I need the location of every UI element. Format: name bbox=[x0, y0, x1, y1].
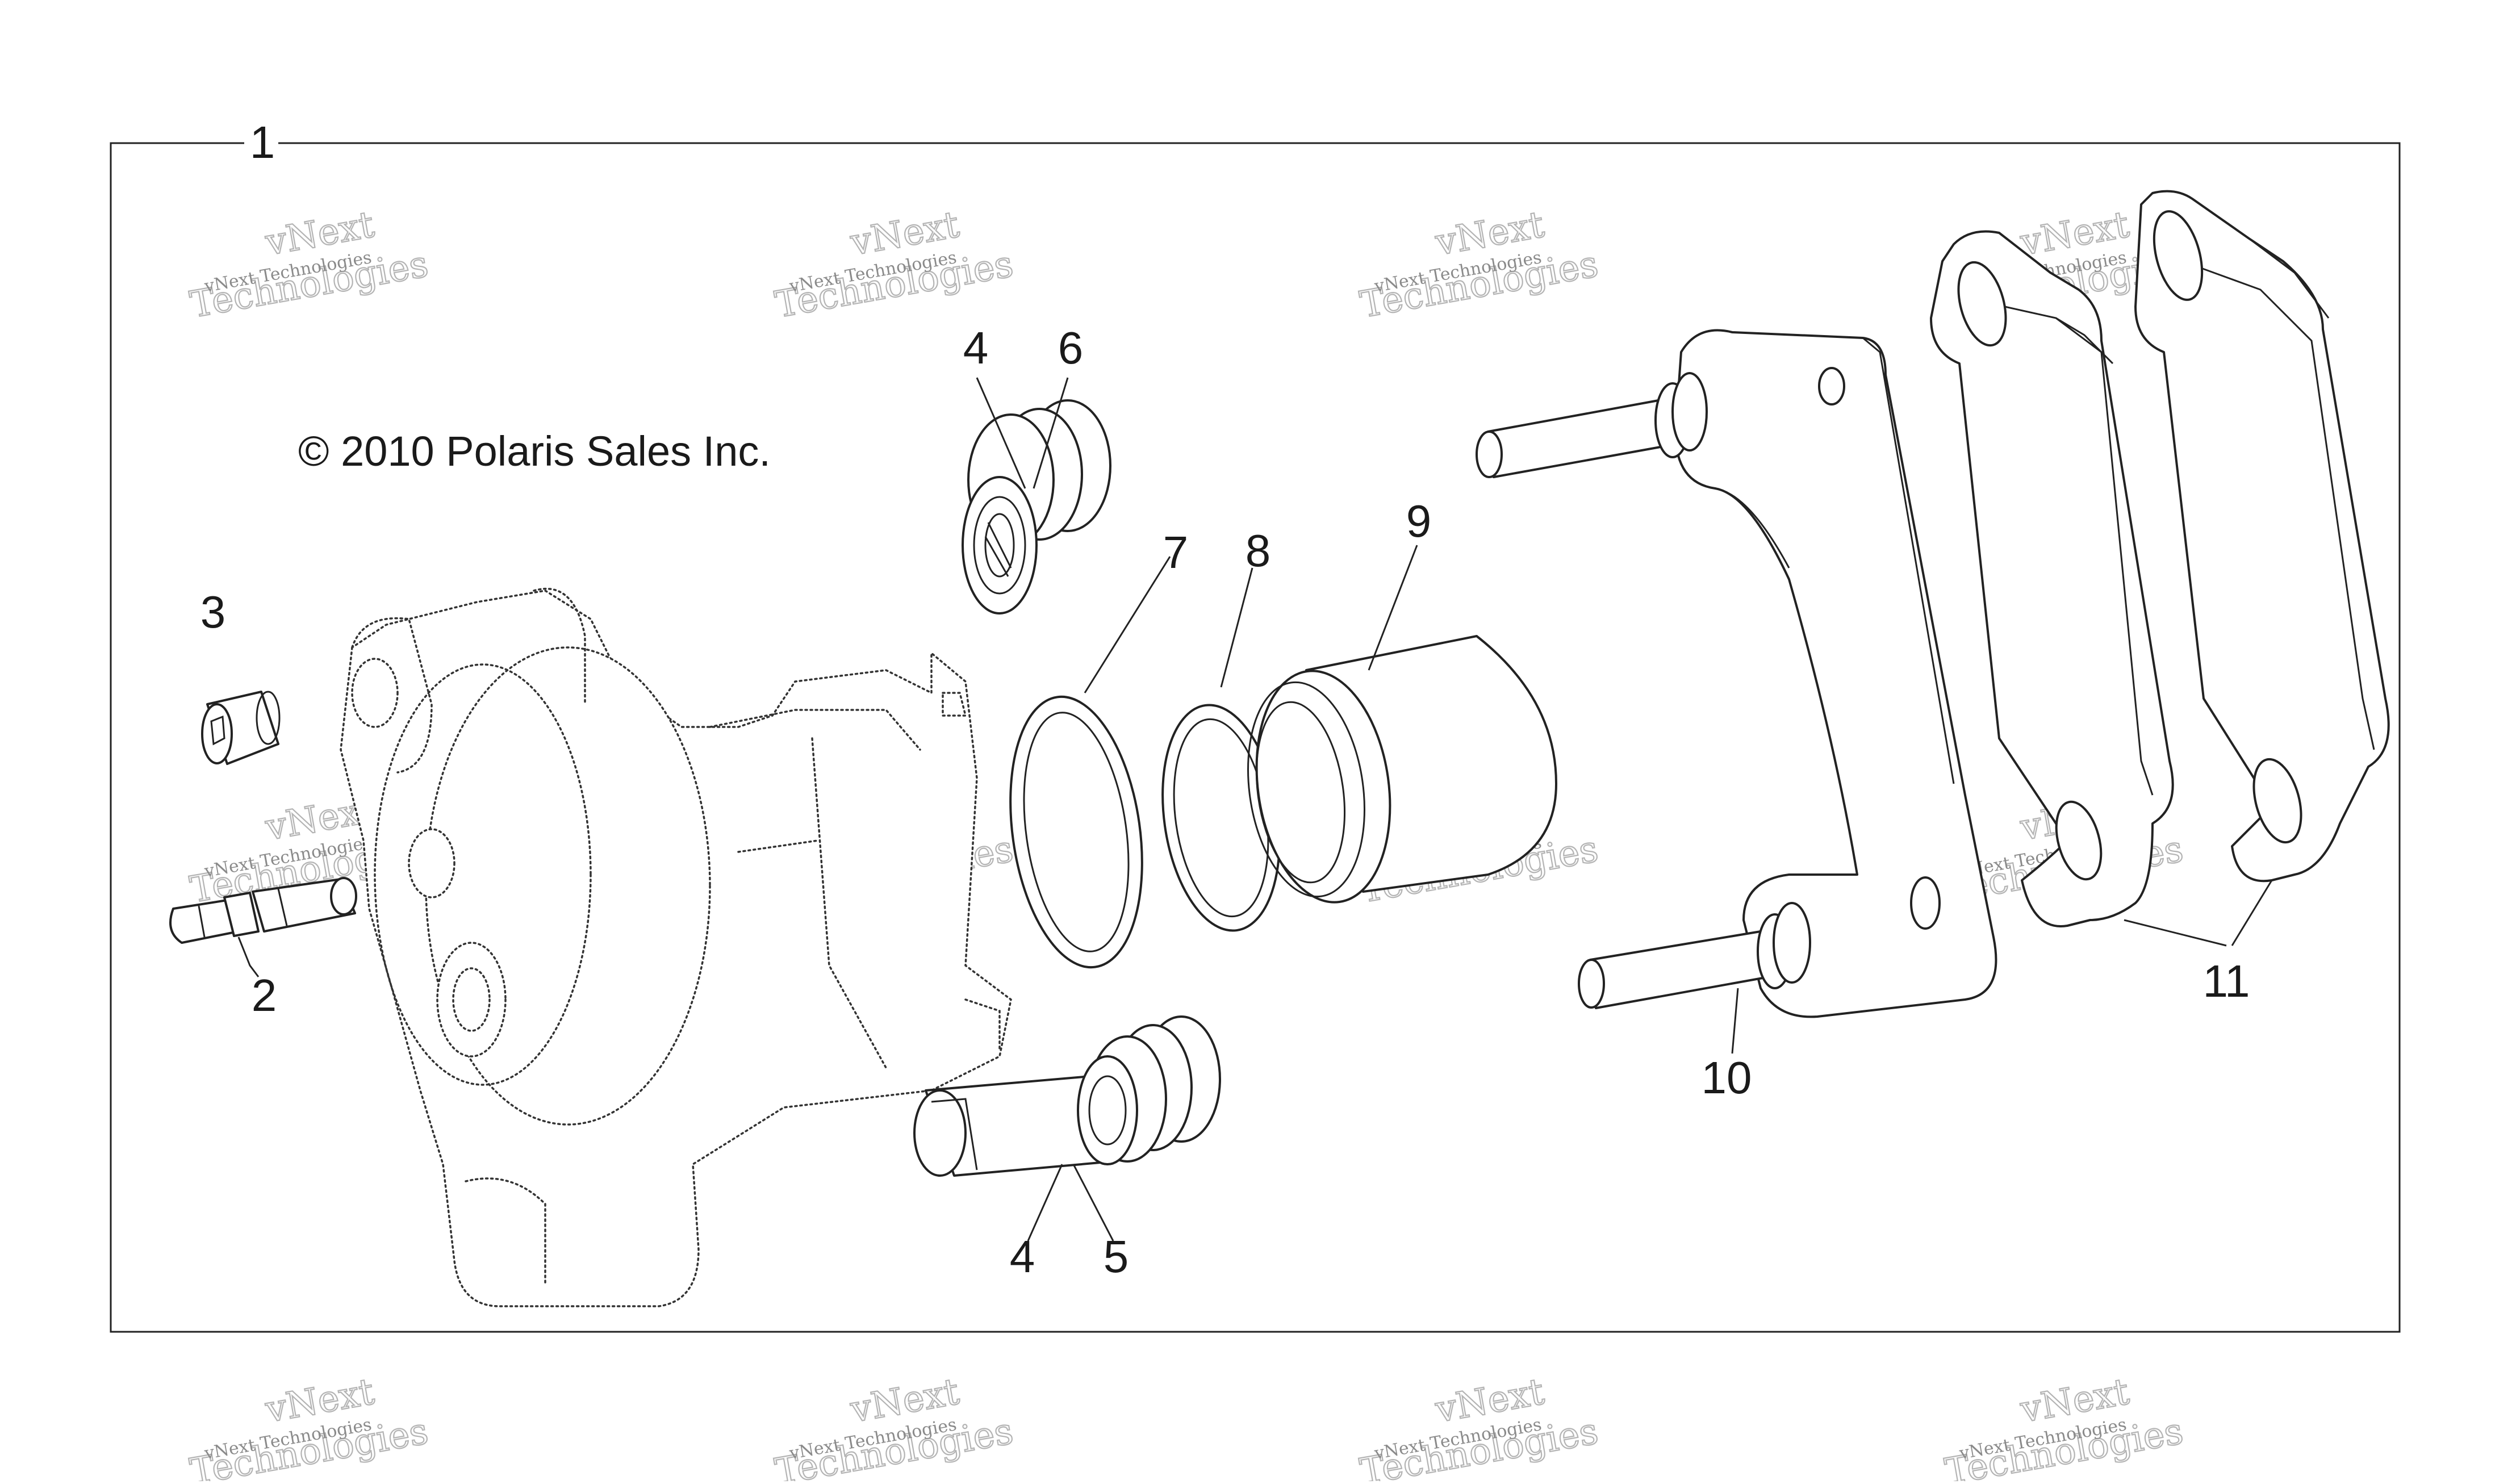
callout-2: 2 bbox=[252, 970, 277, 1021]
part-piston bbox=[1247, 635, 1557, 904]
copyright-text: © 2010 Polaris Sales Inc. bbox=[298, 428, 771, 475]
part-bleeder-screw bbox=[169, 877, 357, 944]
assembly-frame bbox=[110, 142, 2401, 1333]
watermark: Technologies vNext vNext Technologies bbox=[1356, 203, 1602, 327]
caliper-body bbox=[340, 587, 1012, 1307]
callout-6: 6 bbox=[1058, 323, 1084, 373]
callout-5: 5 bbox=[1104, 1231, 1129, 1282]
part-slide-pin bbox=[913, 1015, 1221, 1177]
watermark: Technologies vNext vNext Technologies bbox=[771, 1370, 1017, 1484]
part-dust-seal bbox=[1009, 695, 1143, 969]
callout-1: 1 bbox=[250, 117, 275, 168]
callout-7: 7 bbox=[1163, 527, 1189, 578]
part-upper-boot bbox=[962, 399, 1111, 614]
callout-10: 10 bbox=[1702, 1052, 1752, 1103]
watermark: Technologies vNext vNext Technologies bbox=[1356, 1370, 1602, 1484]
watermark: Technologies vNext vNext Technologies bbox=[186, 203, 432, 327]
callout-3: 3 bbox=[200, 587, 226, 637]
part-brake-pads bbox=[1930, 190, 2390, 927]
callout-11: 11 bbox=[2202, 956, 2250, 1006]
watermark: Technologies vNext vNext Technologies bbox=[186, 1370, 432, 1484]
callout-9: 9 bbox=[1406, 496, 1432, 546]
callout-4-upper: 4 bbox=[963, 323, 989, 373]
callout-4-lower: 4 bbox=[1010, 1231, 1035, 1282]
watermark: Technologies vNext vNext Technologies bbox=[771, 203, 1017, 327]
part-caliper-bracket bbox=[1476, 329, 1997, 1018]
part-piston-seal bbox=[1161, 704, 1281, 932]
watermark: Technologies vNext vNext Technologies bbox=[1941, 1370, 2187, 1484]
part-plug bbox=[201, 691, 281, 765]
callout-8: 8 bbox=[1246, 525, 1271, 576]
